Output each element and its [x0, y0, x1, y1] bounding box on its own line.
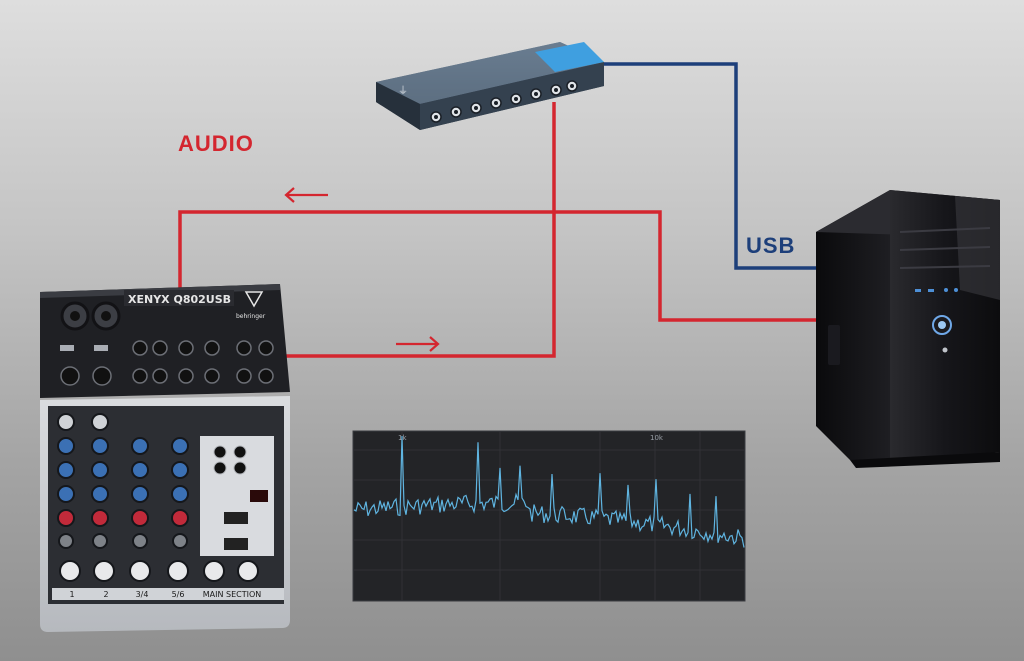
audio-cable-mixer-to-interface [262, 102, 556, 358]
spectrum-trace [353, 435, 745, 548]
mixer: XENYX Q802USB behringer [40, 284, 290, 632]
audio-interface: ⏚ [376, 42, 604, 130]
mixer-brand-text: behringer [236, 313, 266, 320]
mixer-model-text: XENYX Q802USB [128, 293, 231, 306]
usb-label: USB [746, 233, 796, 258]
main-section-label: MAIN SECTION [203, 590, 262, 599]
channel-label-1: 1 [69, 590, 74, 599]
xlr-inputs [60, 301, 121, 331]
channel-label-5-6: 5/6 [172, 590, 185, 599]
spectrum-tick-1k: 1k [398, 434, 407, 442]
channel-label-3-4: 3/4 [136, 590, 149, 599]
audio-cables [178, 102, 818, 370]
rear-jacks [60, 340, 274, 386]
audio-label: AUDIO [178, 131, 254, 156]
arrow-right-icon [396, 336, 440, 352]
arrow-left-icon [284, 187, 328, 203]
spectrum-tick-10k: 10k [650, 434, 663, 442]
level-knobs [59, 560, 259, 582]
pc-tower [816, 190, 1000, 468]
spectrum-analyzer [352, 430, 746, 602]
eq-knobs [57, 413, 221, 549]
svg-text:⏚: ⏚ [398, 85, 408, 97]
channel-label-2: 2 [103, 590, 108, 599]
usb-cable [598, 62, 818, 270]
audio-cable-mixer-to-pc [178, 210, 818, 370]
